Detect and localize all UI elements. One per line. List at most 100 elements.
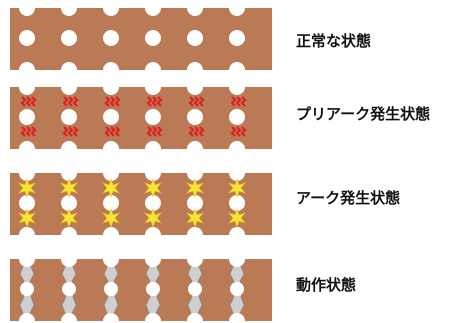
hole — [229, 173, 245, 181]
fuse-element-pre-arc — [10, 87, 272, 149]
hole — [145, 30, 161, 46]
hole — [103, 173, 119, 181]
hole — [229, 109, 245, 125]
flash-star — [102, 208, 120, 228]
hole — [187, 62, 203, 70]
hole — [103, 141, 119, 149]
hole — [19, 109, 35, 125]
hole — [187, 141, 203, 149]
hole — [104, 282, 118, 296]
hole — [103, 195, 119, 211]
hole — [19, 173, 35, 181]
hole — [19, 227, 35, 235]
hole — [145, 227, 161, 235]
fuse-band-operating — [10, 259, 272, 321]
hole — [145, 313, 161, 321]
hole — [61, 87, 77, 95]
flash-star — [18, 178, 36, 198]
flash-star — [186, 208, 204, 228]
perforation-holes — [19, 87, 245, 149]
hole — [61, 259, 77, 267]
hole — [145, 259, 161, 267]
hole — [61, 62, 77, 70]
hole — [19, 8, 35, 16]
fuse-element-normal — [10, 8, 272, 70]
hole — [187, 87, 203, 95]
hole — [187, 259, 203, 267]
hole — [187, 227, 203, 235]
hole — [19, 62, 35, 70]
copper-strip — [10, 259, 272, 321]
perforation-holes — [19, 8, 245, 70]
copper-strip — [10, 173, 272, 235]
arc-mark — [104, 96, 121, 107]
arc-mark — [188, 126, 205, 137]
hole — [61, 173, 77, 181]
hole — [19, 259, 35, 267]
hole — [188, 282, 202, 296]
hole — [187, 30, 203, 46]
hole — [146, 282, 160, 296]
hole — [103, 30, 119, 46]
flash-star — [144, 208, 162, 228]
hole — [103, 109, 119, 125]
flash-star — [186, 178, 204, 198]
hole — [61, 30, 77, 46]
flash-star — [18, 208, 36, 228]
hole — [145, 141, 161, 149]
flash-star — [144, 178, 162, 198]
hole — [19, 195, 35, 211]
copper-strip — [10, 87, 272, 149]
hole — [145, 87, 161, 95]
fuse-band-normal — [10, 8, 272, 70]
state-label-normal: 正常な状態 — [296, 32, 372, 50]
hole — [61, 109, 77, 125]
hole — [229, 141, 245, 149]
hole — [187, 195, 203, 211]
hole — [61, 8, 77, 16]
hole — [229, 62, 245, 70]
hole — [103, 62, 119, 70]
hole — [187, 109, 203, 125]
hole — [103, 87, 119, 95]
hole — [229, 30, 245, 46]
perforation-holes — [19, 259, 245, 321]
arc-mark — [62, 96, 79, 107]
arc-mark — [146, 126, 163, 137]
fuse-band-arc — [10, 173, 272, 235]
hole — [103, 313, 119, 321]
arc-mark — [230, 96, 247, 107]
arc-flashes — [18, 178, 246, 228]
pre-arc-marks — [20, 96, 247, 137]
hole — [20, 282, 34, 296]
state-label-operating: 動作状態 — [296, 276, 357, 294]
hole — [62, 282, 76, 296]
hole — [145, 173, 161, 181]
arc-mark — [20, 96, 37, 107]
hole — [230, 282, 244, 296]
hole — [229, 259, 245, 267]
hole — [61, 141, 77, 149]
arc-mark — [146, 96, 163, 107]
hole — [229, 227, 245, 235]
hole — [145, 8, 161, 16]
flash-star — [228, 208, 246, 228]
hole — [187, 173, 203, 181]
hole — [103, 259, 119, 267]
arc-mark — [20, 126, 37, 137]
arc-mark — [230, 126, 247, 137]
hole — [103, 227, 119, 235]
hole — [145, 62, 161, 70]
flash-star — [228, 178, 246, 198]
fuse-element-arc — [10, 173, 272, 235]
arc-mark — [62, 126, 79, 137]
flash-star — [60, 208, 78, 228]
hole — [187, 8, 203, 16]
hole — [187, 313, 203, 321]
arc-mark — [104, 126, 121, 137]
hole — [61, 313, 77, 321]
hole — [145, 109, 161, 125]
hole — [229, 87, 245, 95]
copper-strip — [10, 8, 272, 70]
